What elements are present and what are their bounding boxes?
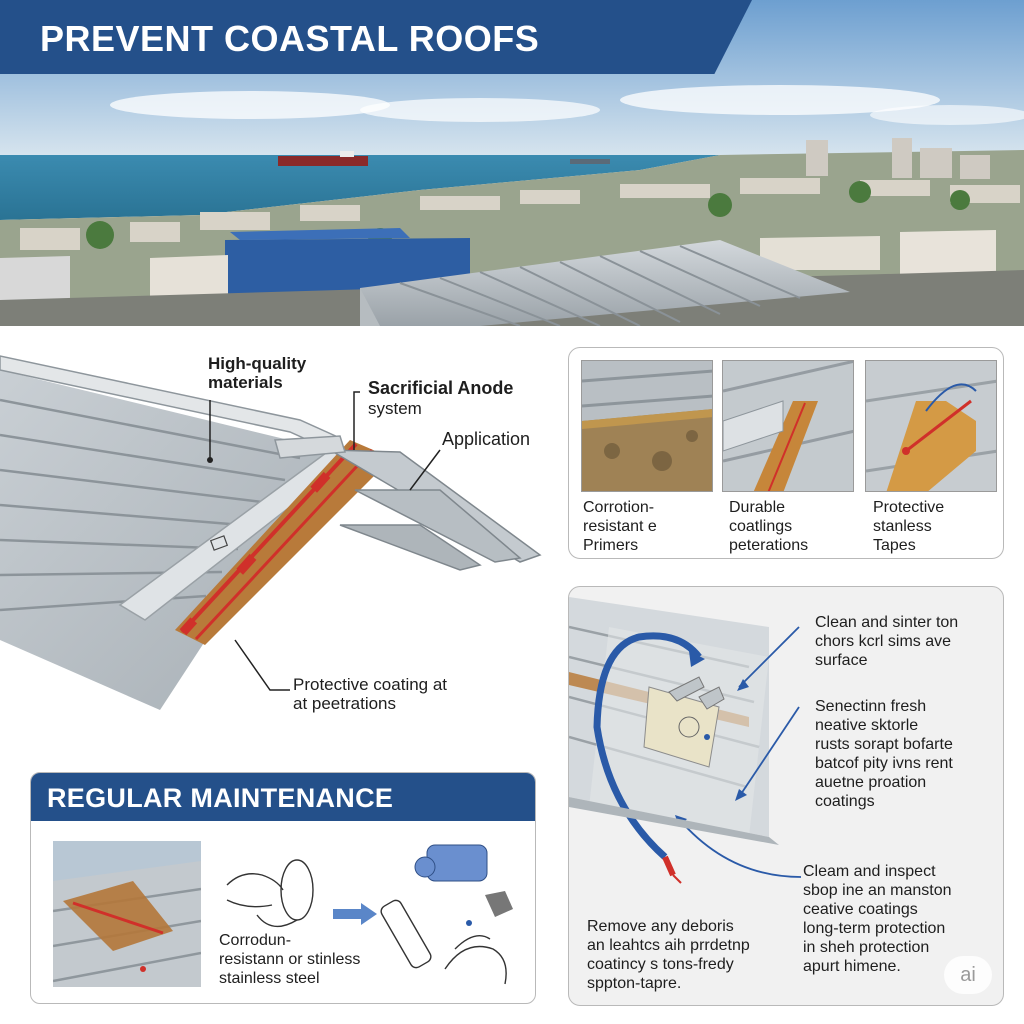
label-materials-line1: High-quality materials	[208, 354, 307, 392]
applicator-tool-sketch	[380, 844, 513, 985]
label-application: Application	[442, 429, 531, 449]
tip-clean-surface: Clean and sinter ton chors kcrl sims ave…	[815, 614, 959, 669]
roof-panel	[0, 370, 330, 710]
label-sacrificial-anode: Sacrificial Anode	[368, 378, 514, 398]
primer-thumbnail	[581, 360, 713, 492]
tip-fresh-coatings: Senectinn fresh neative sktorle rusts so…	[815, 698, 953, 810]
products-panel: Corrotion- resistant e Primers Durable c…	[568, 347, 1004, 559]
maintenance-title: REGULAR MAINTENANCE	[47, 783, 394, 813]
inspection-sketch	[226, 859, 314, 928]
page-title: PREVENT COASTAL ROOFS	[40, 18, 540, 59]
product-label-primers: Corrotion- resistant e Primers	[583, 499, 657, 554]
hero-photo: PREVENT COASTAL ROOFS	[0, 0, 1024, 326]
arrow-right-icon	[333, 903, 377, 925]
seam-cleaning-diagram	[569, 597, 802, 884]
maintenance-panel: REGULAR MAINTENANCE Corrodun- resistann …	[30, 772, 536, 1004]
sacrificial-anode-channel	[175, 440, 392, 645]
product-label-tapes: Protective stanless Tapes	[873, 499, 945, 554]
maintenance-photo	[53, 841, 201, 987]
tapes-thumbnail	[865, 360, 997, 492]
label-anode-system: system	[368, 399, 422, 418]
label-protective-coating: Protective coating at at peetrations	[293, 675, 448, 713]
roof-diagram	[0, 355, 542, 710]
title-banner	[0, 0, 752, 74]
maintenance-caption: Corrodun- resistann or stinless stainles…	[219, 932, 361, 987]
maintenance-header: REGULAR MAINTENANCE	[31, 773, 535, 821]
tips-panel: Clean and sinter ton chors kcrl sims ave…	[568, 586, 1004, 1006]
tip-inspect-coatings: Cleam and inspect sbop ine an manston ce…	[803, 863, 952, 975]
ai-watermark: ai	[944, 956, 992, 994]
product-label-coatings: Durable coatlings peterations	[729, 499, 809, 554]
tip-remove-debris: Remove any deboris an leahtcs aih prrdet…	[587, 918, 750, 992]
coatings-thumbnail	[722, 360, 854, 492]
